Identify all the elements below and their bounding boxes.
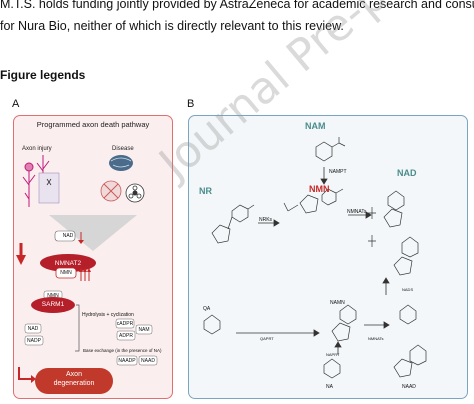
disease-label: Disease — [112, 146, 134, 152]
figure-legends-heading: Figure legends — [0, 68, 86, 82]
axon-degeneration-label-1: Axon — [66, 371, 82, 378]
sarm1-nmn-label: NMN — [47, 293, 59, 299]
nmnat2-oval — [40, 254, 96, 272]
qa-label: QA — [203, 306, 211, 312]
paragraph-line-1: M.T.S. holds funding jointly provided by… — [0, 0, 474, 11]
naad-label-b: NAAD — [402, 384, 416, 390]
nmnats-label: NMNATs — [347, 209, 367, 215]
sarm1-label: SARM1 — [41, 301, 65, 308]
cadpr-label: cADPR — [116, 321, 134, 327]
panel-b — [188, 115, 468, 399]
injury-zoom-box — [38, 172, 60, 204]
nam-structure — [315, 141, 333, 162]
nmn-structure — [299, 194, 319, 214]
naprt-label: NAPRT — [326, 352, 340, 357]
naad-structure — [399, 304, 417, 325]
nmn-box — [55, 267, 77, 279]
panel-a-title: Programmed axon death pathway — [36, 120, 150, 129]
qaprt-label: QAPRT — [260, 336, 274, 341]
nrks-label: NRKs — [259, 217, 273, 223]
panel-b-diagram — [203, 137, 427, 379]
hydrolysis-label: Hydrolysis + cyclization — [82, 312, 134, 318]
nad-box-label: NAD — [62, 233, 74, 239]
namn-label: NAMN — [330, 300, 345, 306]
naad-label: NAAD — [141, 358, 155, 364]
nam-label-b: NAM — [305, 121, 326, 131]
adpr-label: ADPR — [119, 333, 133, 339]
sarm1-oval — [31, 297, 75, 313]
nmnats-label-2: NMNATs — [368, 336, 384, 341]
nad-structure — [387, 190, 405, 211]
scissors-icon — [46, 178, 52, 186]
nmn-box-label: NMN — [60, 270, 72, 276]
nads-label: NADS — [402, 287, 414, 292]
namn-structure — [339, 304, 357, 325]
panel-b-letter: B — [187, 98, 195, 110]
nr-structure — [211, 224, 231, 244]
na-label: NA — [326, 384, 333, 390]
axon-degeneration-label-2: degeneration — [53, 380, 95, 387]
nmn-up-arrows — [80, 271, 90, 281]
nad-box — [54, 230, 76, 242]
paragraph-line-2: for Nura Bio, neither of which is direct… — [0, 19, 344, 33]
na-structure — [323, 358, 341, 379]
naadp-label: NAADP — [118, 358, 136, 364]
axon-injury-label: Axon injury — [22, 146, 52, 152]
brain-icon — [109, 155, 133, 171]
nampt-label: NAMPT — [329, 169, 347, 175]
panel-a — [13, 115, 173, 399]
nadp-label: NADP — [27, 338, 41, 344]
nmn-label-b: NMN — [309, 184, 330, 194]
nerve-cross-icon — [100, 180, 122, 202]
biohazard-icon — [125, 183, 145, 203]
panel-a-letter: A — [12, 98, 20, 110]
base-exchange-label: Base exchange (in the presence of NA) — [83, 348, 162, 353]
nad-left-label: NAD — [27, 326, 39, 332]
nam-label: NAM — [138, 327, 150, 333]
nad-label-b: NAD — [397, 168, 417, 178]
nmnat2-label: NMNAT2 — [54, 260, 82, 267]
qa-structure — [203, 314, 221, 335]
panel-a-illustration — [16, 155, 158, 394]
funnel-shape — [49, 215, 137, 251]
sarm1-arrow-path — [75, 304, 80, 352]
axon-degeneration-pill — [35, 368, 113, 394]
nr-label-b: NR — [199, 186, 212, 196]
